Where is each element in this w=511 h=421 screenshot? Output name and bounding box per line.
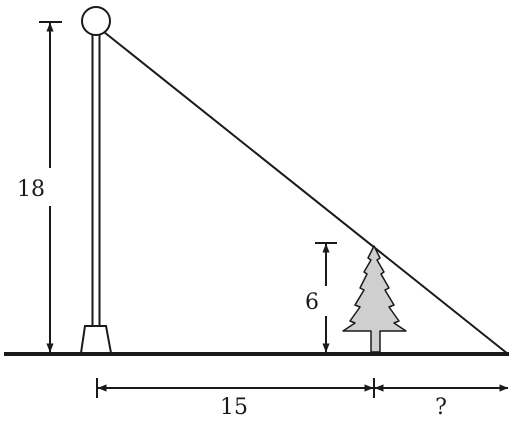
tree-height-label: 6 — [305, 290, 319, 315]
pole-shaft — [91, 33, 101, 327]
pole-height-label: 18 — [17, 177, 45, 202]
pole-height-dimension: 18 — [17, 21, 62, 353]
lamp-circle — [81, 6, 111, 36]
light-ray-line — [103, 31, 509, 355]
unknown-distance-label: ? — [435, 395, 447, 420]
distance-15-label: 15 — [220, 395, 248, 420]
horizontal-dimensions: 15 ? — [96, 378, 509, 420]
tree-height-dimension: 6 — [305, 242, 337, 353]
tree — [342, 245, 407, 353]
light-pole — [79, 6, 113, 354]
tree-foliage — [342, 245, 407, 353]
pole-base — [79, 325, 113, 354]
